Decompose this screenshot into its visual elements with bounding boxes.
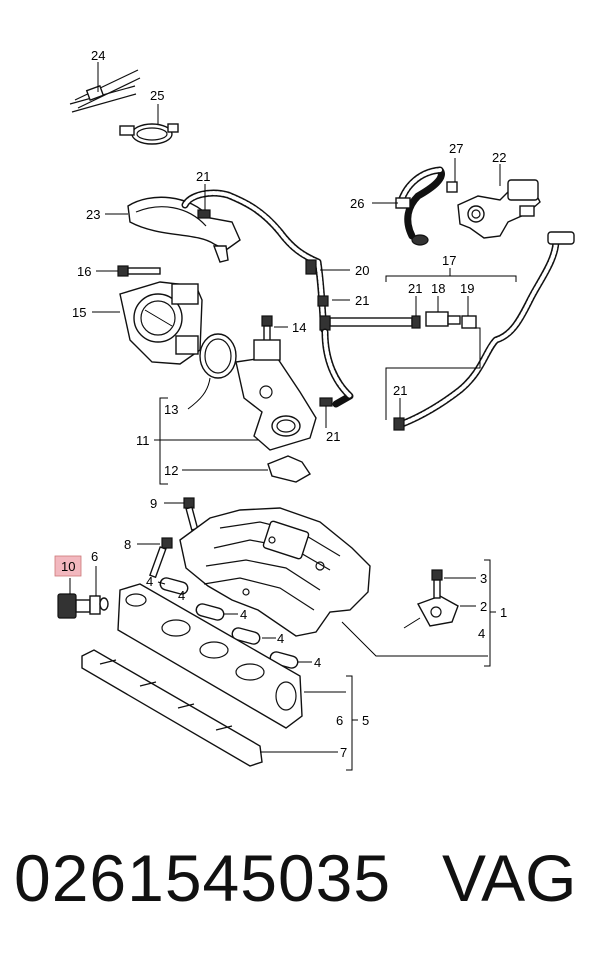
gasket-strip-part [81, 649, 263, 767]
callout-12: 12 [164, 463, 178, 478]
callout-4-right: 4 [478, 626, 485, 641]
callout-14: 14 [292, 320, 306, 335]
bolt-9-part [164, 497, 199, 531]
bolt-8-part [137, 537, 173, 579]
callout-21-low: 21 [326, 429, 340, 444]
callout-23: 23 [86, 207, 100, 222]
callout-13: 13 [164, 402, 178, 417]
callout-19: 19 [460, 281, 474, 296]
gasket-12-part [267, 455, 311, 483]
callout-18: 18 [431, 281, 445, 296]
valve-assembly-part [372, 158, 541, 246]
callout-15: 15 [72, 305, 86, 320]
callout-4-a: 4 [146, 574, 153, 589]
callout-10: 10 [61, 559, 75, 574]
callout-1: 1 [500, 605, 507, 620]
callout-5: 5 [362, 713, 369, 728]
part-number-text: 0261545035 [14, 841, 392, 915]
exploded-parts-diagram: 24 25 23 21 27 22 26 [54, 48, 575, 771]
callout-25: 25 [150, 88, 164, 103]
callout-21-mid: 21 [355, 293, 369, 308]
callout-22: 22 [492, 150, 506, 165]
callout-6-bottom: 6 [336, 713, 343, 728]
callout-20: 20 [355, 263, 369, 278]
hose-clamp-part [119, 104, 179, 145]
sensor-10-part [57, 566, 109, 619]
callout-16: 16 [77, 264, 91, 279]
callout-11: 11 [136, 433, 150, 448]
callout-4-d: 4 [277, 631, 284, 646]
pressure-sensor-part [403, 569, 476, 629]
callout-3: 3 [480, 571, 487, 586]
callout-24: 24 [91, 48, 105, 63]
o-ring-part [187, 333, 237, 410]
callout-21-right: 21 [393, 383, 407, 398]
callout-4-e: 4 [314, 655, 321, 670]
callout-21-tube: 21 [408, 281, 422, 296]
callout-2: 2 [480, 599, 487, 614]
callout-27: 27 [449, 141, 463, 156]
callout-7: 7 [340, 745, 347, 760]
callout-9: 9 [150, 496, 157, 511]
callout-4-b: 4 [178, 588, 185, 603]
callout-26: 26 [350, 196, 364, 211]
callout-6-top: 6 [91, 549, 98, 564]
callout-4-c: 4 [240, 607, 247, 622]
bolt-16-part [96, 265, 161, 277]
brand-text: VAG [442, 841, 577, 915]
intake-elbow-part [235, 339, 317, 451]
callout-10-highlight [54, 555, 82, 577]
intake-manifold-part [179, 507, 371, 637]
intake-pipe-part [105, 196, 241, 263]
throttle-body-part [92, 281, 203, 365]
callout-8: 8 [124, 537, 131, 552]
flange-plate-part [117, 583, 303, 729]
callout-17: 17 [442, 253, 456, 268]
callout-21-top: 21 [196, 169, 210, 184]
cable-tie-part [69, 62, 141, 113]
